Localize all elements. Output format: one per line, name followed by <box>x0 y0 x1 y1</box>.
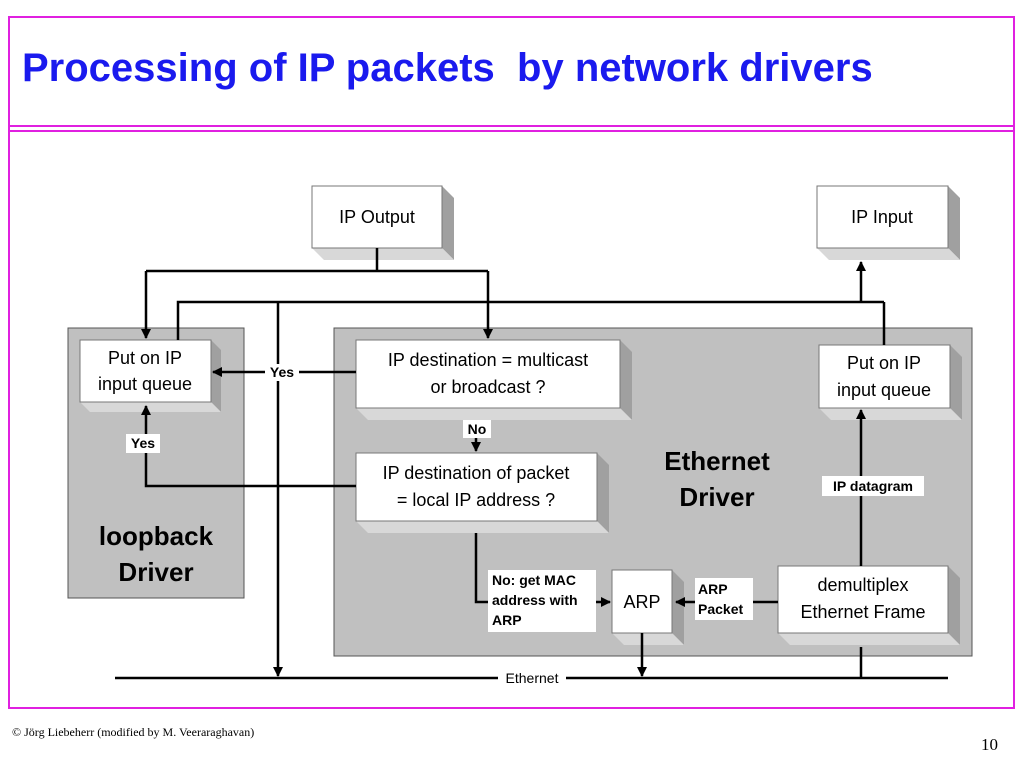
no-mac-bg <box>488 570 596 632</box>
ip-output-label: IP Output <box>339 207 415 227</box>
demux-line2: Ethernet Frame <box>800 602 925 622</box>
multicast-check-line1: IP destination = multicast <box>388 350 588 370</box>
yes-top-label: Yes <box>270 364 294 380</box>
local-check-line2: = local IP address ? <box>397 490 555 510</box>
copyright-footer: © Jörg Liebeherr (modified by M. Veerara… <box>12 725 255 739</box>
ip-output-box: IP Output <box>311 185 454 260</box>
no-mac-line1: No: get MAC <box>492 572 576 588</box>
ip-input-label: IP Input <box>851 207 913 227</box>
no-label: No <box>468 421 487 437</box>
no-mac-line3: ARP <box>492 612 522 628</box>
loopback-title-line2: Driver <box>118 557 193 587</box>
ip-datagram-bg <box>822 476 924 496</box>
loopback-queue-line1: Put on IP <box>108 348 182 368</box>
ethernet-bus-label: Ethernet <box>506 670 559 686</box>
ethernet-label-bg <box>498 669 566 687</box>
loopback-queue-line2: input queue <box>98 374 192 394</box>
demux-box: demultiplex Ethernet Frame <box>777 565 960 645</box>
arp-box: ARP <box>611 569 684 645</box>
local-check-line1: IP destination of packet <box>383 463 570 483</box>
no-mac-line2: address with <box>492 592 578 608</box>
slide-frame <box>8 16 1015 709</box>
loopback-queue-box: Put on IP input queue <box>79 339 221 412</box>
ethernet-title-line2: Driver <box>679 482 754 512</box>
arp-label: ARP <box>623 592 660 612</box>
ethernet-title-line1: Ethernet <box>664 446 770 476</box>
multicast-check-box: IP destination = multicast or broadcast … <box>355 339 632 420</box>
title-separator-second <box>10 130 1014 132</box>
demux-line1: demultiplex <box>817 575 908 595</box>
yes-top-bg <box>265 364 299 381</box>
multicast-check-line2: or broadcast ? <box>430 377 545 397</box>
ip-input-box: IP Input <box>816 185 960 260</box>
loopback-title-line1: loopback <box>99 521 214 551</box>
yes-left-label: Yes <box>131 435 155 451</box>
ip-datagram-label: IP datagram <box>833 478 913 494</box>
ethernet-queue-line2: input queue <box>837 380 931 400</box>
title-separator <box>10 125 1014 127</box>
page-number: 10 <box>981 735 998 754</box>
arp-packet-line2: Packet <box>698 601 743 617</box>
arp-packet-line1: ARP <box>698 581 728 597</box>
arp-packet-bg <box>695 578 753 620</box>
ethernet-queue-line1: Put on IP <box>847 353 921 373</box>
ethernet-queue-box: Put on IP input queue <box>818 344 962 420</box>
no-bg <box>463 420 491 438</box>
local-address-check-box: IP destination of packet = local IP addr… <box>355 452 609 533</box>
slide-title: Processing of IP packets by network driv… <box>22 46 873 90</box>
yes-left-bg <box>126 434 160 453</box>
